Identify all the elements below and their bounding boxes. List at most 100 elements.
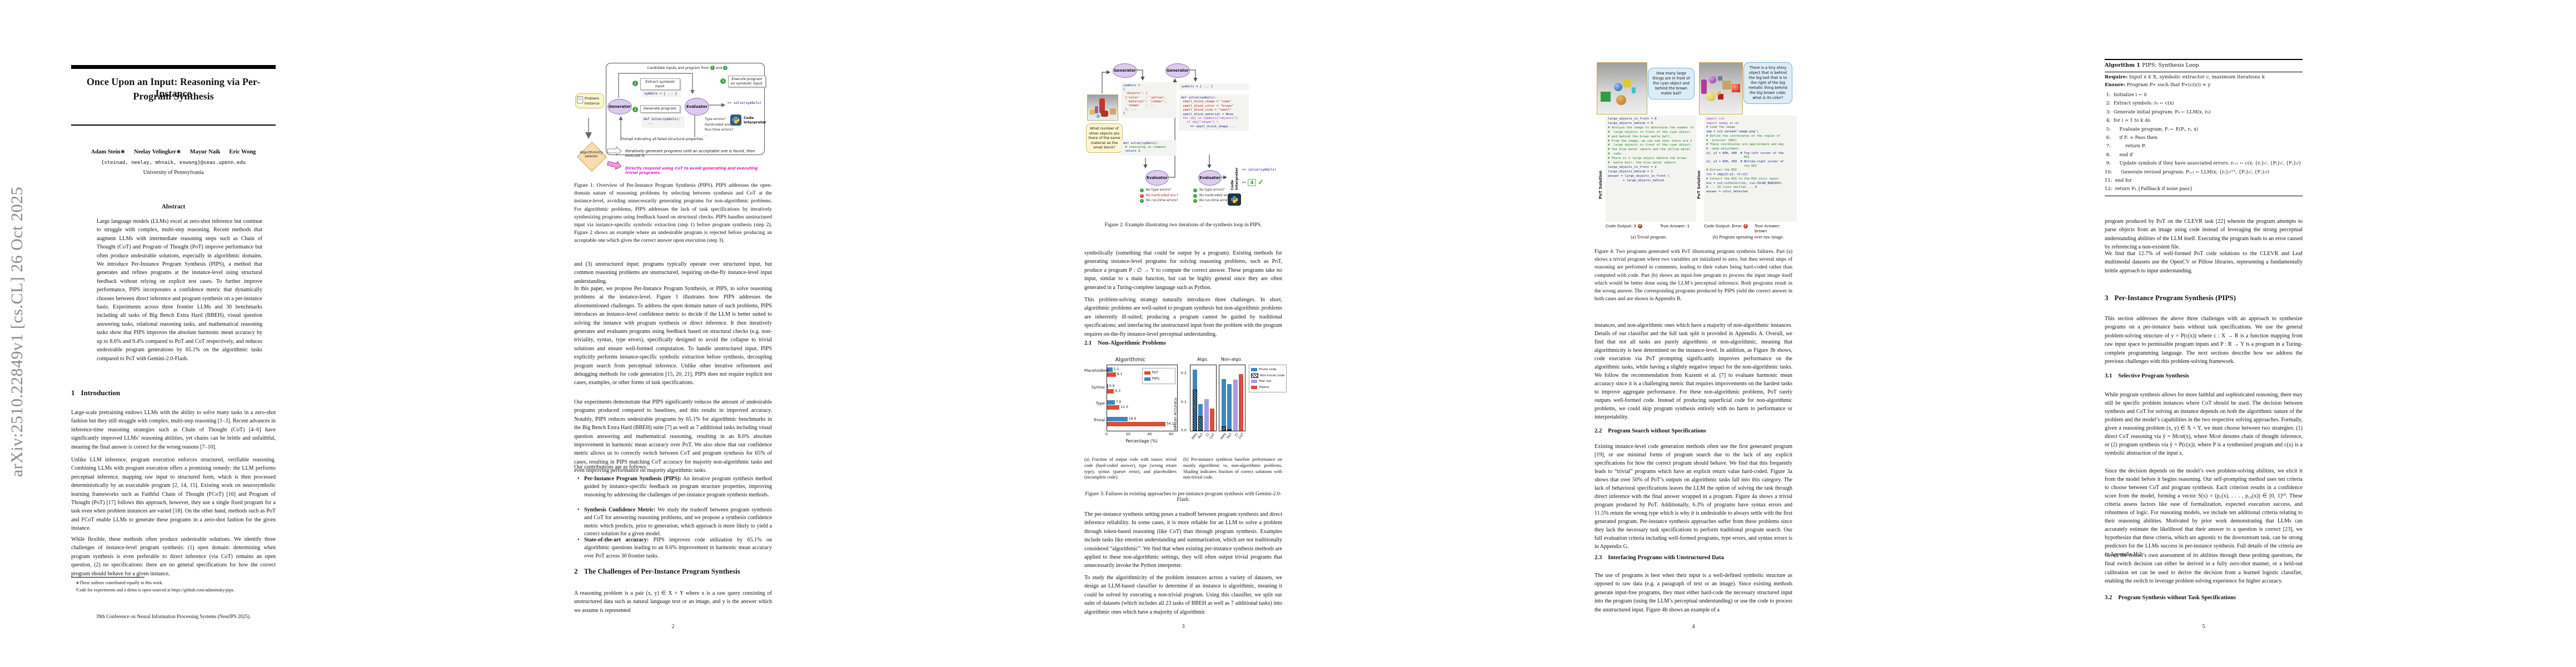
fig3a-bar-pot <box>1107 389 1114 394</box>
code-line: x2, y2 = 650, 450 # Bottom-right corner … <box>1706 160 1784 164</box>
legend-row: PIPS <box>1144 376 1173 382</box>
code-line: def solve(symbols): <box>1123 142 1159 145</box>
authors: Adam Stein∗ Neelay Velingker∗ Mayur Naik… <box>91 149 256 155</box>
algorithm-title: Algorithm 1 PIPS: Synthesis Loop <box>2105 62 2199 68</box>
code-line: # Define the coordinates of the region o… <box>1706 134 1781 138</box>
legend-label: PIPS <box>1152 376 1160 381</box>
paragraph-experiments: Our experiments demonstrate that PIPS si… <box>574 399 772 474</box>
fig3a-xtick: 40 <box>1147 432 1152 436</box>
code-line: large_objects_behind = 1 <box>1608 170 1653 173</box>
scene-purple-cylinder <box>1095 106 1098 113</box>
footnote-rule <box>71 577 145 578</box>
error-question: Hardcoded ans.? <box>705 122 734 127</box>
fig3b-panel-title: Non-algo. <box>1220 357 1243 362</box>
fig3a-value-label: 54.1 <box>1166 421 1174 426</box>
code-line: if obj["shape"] \ <box>1181 121 1219 125</box>
page-number: 5 <box>2202 624 2205 630</box>
fig3a-bar-pot <box>1107 405 1120 410</box>
pot-solution-label-b: PoT Solution <box>1696 170 1701 199</box>
problem-instance-label: Problem instance <box>584 96 600 106</box>
question-bubble-a: How many large things are in front of th… <box>1648 68 1695 99</box>
code-line: # the blue metal sphere and the yellow m… <box>1608 148 1691 152</box>
code-line: small_block_size = "small" <box>1181 108 1232 112</box>
code-line: # From the image, we can see that there … <box>1608 139 1692 143</box>
code-line: import cv2 <box>1706 117 1725 121</box>
scene-green-cube <box>1601 92 1611 102</box>
figure-3-caption: Figure 3: Failures in existing approache… <box>1085 491 1282 502</box>
figure-1: Candidate inputs and program from 1 and … <box>574 60 772 178</box>
code-line: answer = color_detected <box>1706 190 1748 193</box>
code-line: return 3 <box>1123 150 1140 153</box>
bullet-2-text: We study the tradeoff between program sy… <box>584 507 773 537</box>
clevr-image-fig2 <box>1087 94 1118 121</box>
author-emails: {steinad, neelay, mhnaik, exwong}@seas.u… <box>101 160 246 166</box>
loop-top-text: Candidate inputs and program from <box>647 66 709 70</box>
evaluator-node-2: Evaluator <box>1198 170 1222 186</box>
paragraph-program-search: Existing instance-level code generation … <box>1595 444 1792 550</box>
fig3a-value-label: 11.5 <box>1120 405 1129 409</box>
ensure-text: Program P∗ such that P∗(c(x)) ≈ y <box>2125 82 2211 88</box>
fig3a-value-label: 5.1 <box>1113 367 1119 371</box>
section-number: 2.3 <box>1595 555 1602 561</box>
fig3a-category-label: Syntax <box>1091 385 1105 390</box>
code-line: small_block_material = None <box>1181 112 1234 116</box>
figure-2: What number of other objects are there o… <box>1084 60 1282 218</box>
solve-code-snippet: def solve(symbols): ... <box>641 116 685 128</box>
legend-swatch <box>1251 380 1257 384</box>
legend-swatch <box>1251 373 1258 378</box>
fig3b-hatch-overlay <box>1227 429 1232 431</box>
bullet-3-lead: State-of-the-art accuracy: <box>584 537 649 543</box>
scene-yellow-cube <box>1090 109 1095 115</box>
code-line: 'shape' : ... <box>1123 104 1155 108</box>
generator-node-2: Generator <box>1165 63 1190 78</box>
step-2-badge: 2 <box>723 66 728 70</box>
error-question: Type errors? <box>705 117 726 121</box>
algorithm-name: PIPS: Synthesis Loop <box>2142 62 2199 68</box>
scene-yellow-sphere <box>1706 92 1716 101</box>
section-number: 3.2 <box>2105 595 2112 601</box>
code-line: == small_block_shape ... <box>1181 125 1235 128</box>
fig3a-bar-pot <box>1107 421 1165 426</box>
fig3a-bar-pips <box>1107 384 1108 389</box>
legend-label: Tokens <box>1259 385 1269 389</box>
iterate-caption: Iteratively generate programs until an a… <box>625 149 755 158</box>
figure-4: How many large things are in front of th… <box>1595 60 1797 245</box>
exec-command: >> solve(symbols) <box>728 101 762 105</box>
bullet-1-text: An iterative program synthesis method gu… <box>584 476 772 498</box>
synthesis-loop-panel <box>606 63 765 155</box>
fig3a-xtick: 20 <box>1125 432 1130 436</box>
title-rule-thin <box>71 125 276 126</box>
algorithm-require: Require: Input x ∈ X, symbolic extractor… <box>2105 74 2265 80</box>
checks-iter1: No type errors?No hardcoded ans.?No run-… <box>1140 188 1179 209</box>
contribution-bullet-3: • State-of-the-art accuracy: PIPS improv… <box>577 536 772 560</box>
conference-footer: 39th Conference on Neural Information Pr… <box>96 614 251 619</box>
code-line: # and behind the brown matte ball. <box>1608 135 1672 138</box>
legend-row: Tool use <box>1251 379 1284 385</box>
scene-brown-sphere <box>1616 95 1626 105</box>
bullet-1-lead: Per-Instance Program Synthesis (PIPS): <box>584 476 681 482</box>
fig3a-value-label: 0.9 <box>1109 384 1115 388</box>
code-line: ROI <box>1706 156 1750 160</box>
code-line: # Convert the ROI to the HSV color space <box>1706 177 1778 181</box>
code-line: 'objects': [ <box>1123 92 1148 96</box>
fig3a-bar-pips <box>1107 416 1128 421</box>
footnote-code-link[interactable]: ²Code for experiments and a demo is open… <box>76 588 235 593</box>
legend-row: PoT <box>1144 370 1173 376</box>
check-item: No type errors? <box>1140 188 1179 193</box>
algorithm-rule-top <box>2105 59 2303 60</box>
bullet-marker: • <box>577 537 580 543</box>
execute-program-box: Execute program on symbolic input. <box>728 76 766 88</box>
paragraph-clevr-pot: program produced by PoT on the CLEVR tas… <box>2105 218 2303 251</box>
algorithm-line: 5: Evaluate program: Fᵢ ← E(Pᵢ, rᵢ, x) <box>2105 126 2199 132</box>
paragraph-pips-proposal: In this paper, we propose Per-Instance P… <box>574 286 772 386</box>
code-line: # Analyze the image to determine the num… <box>1608 126 1694 130</box>
section-title: Selective Program Synthesis <box>2118 373 2189 379</box>
